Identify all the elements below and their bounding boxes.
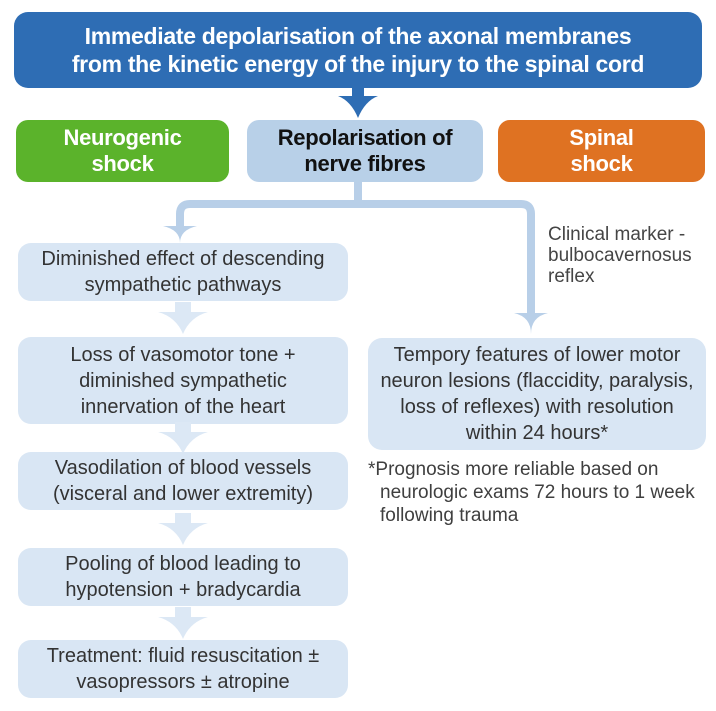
- header-line-1: Immediate depolarisation of the axonal m…: [84, 23, 632, 49]
- flow-step-5: Treatment: fluid resuscitation ± vasopre…: [18, 640, 348, 698]
- neurogenic-shock-box: Neurogenic shock: [16, 120, 229, 182]
- spinal-outcome-label: Tempory features of lower motor neuron l…: [380, 344, 694, 444]
- flow-step-2-label: Loss of vasomotor tone + diminished symp…: [70, 343, 296, 418]
- repolarisation-box: Repolarisation of nerve fibres: [247, 120, 483, 182]
- flow-step-1-label: Diminished effect of descending sympathe…: [41, 248, 325, 296]
- flow-step-2: Loss of vasomotor tone + diminished symp…: [18, 337, 348, 424]
- footnote-text: *Prognosis more reliable based on neurol…: [368, 459, 695, 526]
- flow-step-4: Pooling of blood leading to hypotension …: [18, 548, 348, 606]
- flow-step-3: Vasodilation of blood vessels (visceral …: [18, 452, 348, 510]
- chevron-down-icon: [158, 422, 208, 454]
- neurogenic-shock-label: Neurogenic shock: [63, 125, 182, 176]
- flow-step-5-label: Treatment: fluid resuscitation ± vasopre…: [46, 645, 320, 693]
- flow-step-1: Diminished effect of descending sympathe…: [18, 243, 348, 301]
- header-box: Immediate depolarisation of the axonal m…: [14, 12, 702, 88]
- clinical-marker-text: Clinical marker - bulbocavernosus reflex: [548, 224, 692, 287]
- repolarisation-label: Repolarisation of nerve fibres: [277, 125, 453, 176]
- spinal-shock-label: Spinal shock: [569, 125, 634, 176]
- spinal-outcome-box: Tempory features of lower motor neuron l…: [368, 338, 706, 450]
- branch-connector-icon: [163, 182, 548, 334]
- header-line-2: from the kinetic energy of the injury to…: [71, 51, 645, 77]
- flow-step-4-label: Pooling of blood leading to hypotension …: [65, 553, 301, 601]
- chevron-down-icon: [158, 513, 208, 545]
- chevron-down-icon: [158, 302, 208, 334]
- flow-step-3-label: Vasodilation of blood vessels (visceral …: [52, 457, 314, 505]
- arrow-down-icon: [338, 88, 378, 118]
- chevron-down-icon: [158, 607, 208, 639]
- spinal-shock-box: Spinal shock: [498, 120, 705, 182]
